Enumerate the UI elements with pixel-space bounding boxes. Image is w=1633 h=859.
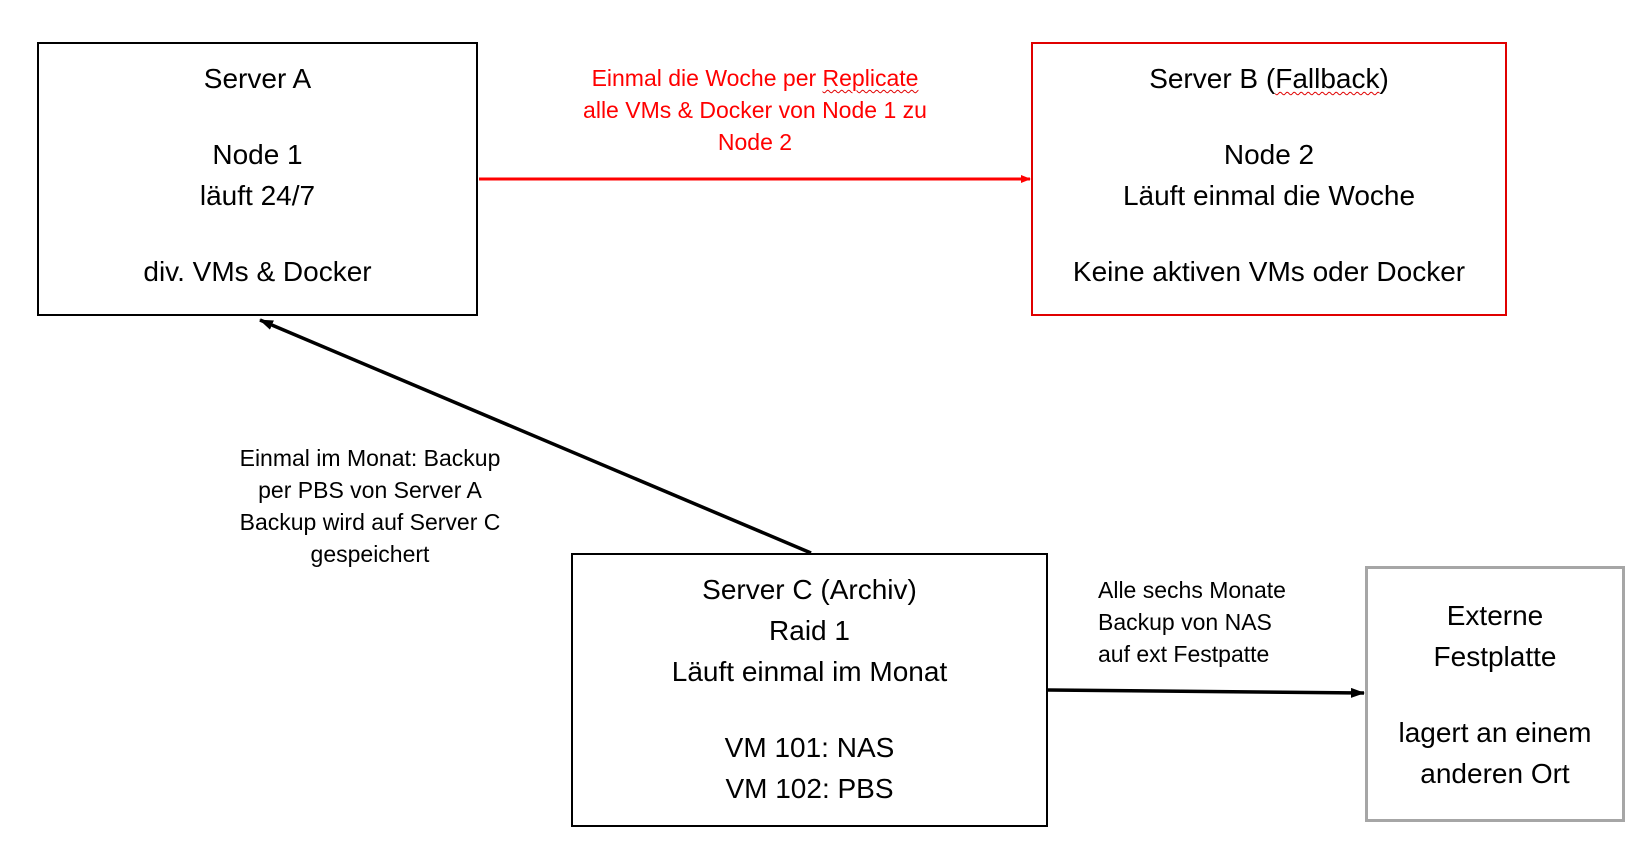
server-b-node: Node 2 <box>1223 139 1315 170</box>
six-months-label-line2: Backup von NAS <box>1098 609 1272 635</box>
replicate-label-line2: alle VMs & Docker von Node 1 zu <box>583 97 927 123</box>
server-a-title: Server A <box>203 63 312 94</box>
pbs-label-line1: Einmal im Monat: Backup <box>239 445 501 471</box>
pbs-label-line2: per PBS von Server A <box>258 477 482 503</box>
six-months-label: Alle sechs Monate Backup von NAS auf ext… <box>1098 574 1318 670</box>
server-c-runtime: Läuft einmal im Monat <box>671 656 948 687</box>
pbs-label-line4: gespeichert <box>310 541 430 567</box>
server-a-workloads: div. VMs & Docker <box>143 256 372 287</box>
external-drive-line2: Festplatte <box>1433 641 1557 672</box>
external-drive-box: Externe Festplatte lagert an einem ander… <box>1365 566 1625 822</box>
server-c-box: Server C (Archiv) Raid 1 Läuft einmal im… <box>571 553 1048 827</box>
replicate-label-line3: Node 2 <box>717 129 793 155</box>
server-a-box: Server A Node 1 läuft 24/7 div. VMs & Do… <box>37 42 478 316</box>
server-c-vm-102: VM 102: PBS <box>725 773 894 804</box>
server-b-title: Server B (Fallback) <box>1149 63 1389 94</box>
replicate-label-word: Replicate <box>822 65 919 91</box>
server-c-vm-101: VM 101: NAS <box>724 732 895 763</box>
server-c-title: Server C (Archiv) <box>702 574 917 605</box>
external-drive-line1: Externe <box>1446 600 1544 631</box>
server-b-workloads: Keine aktiven VMs oder Docker <box>1072 256 1466 287</box>
external-drive-line3: lagert an einem <box>1398 717 1592 748</box>
server-c-raid: Raid 1 <box>769 615 850 646</box>
server-a-node: Node 1 <box>212 139 303 170</box>
server-b-title-fallback: Fallback <box>1275 63 1380 94</box>
pbs-backup-arrow <box>259 318 812 555</box>
external-backup-arrow <box>1047 687 1365 698</box>
replicate-label-line1: Einmal die Woche per Replicate <box>591 65 919 91</box>
server-b-runtime: Läuft einmal die Woche <box>1122 180 1416 211</box>
server-b-box: Server B (Fallback) Node 2 Läuft einmal … <box>1031 42 1507 316</box>
server-a-runtime: läuft 24/7 <box>199 180 316 211</box>
replicate-label: Einmal die Woche per Replicate alle VMs … <box>555 62 955 158</box>
external-drive-line4: anderen Ort <box>1420 758 1570 789</box>
pbs-label-line3: Backup wird auf Server C <box>239 509 501 535</box>
six-months-label-line3: auf ext Festpatte <box>1098 641 1270 667</box>
six-months-label-line1: Alle sechs Monate <box>1098 577 1286 603</box>
pbs-backup-label: Einmal im Monat: Backup per PBS von Serv… <box>215 442 525 570</box>
